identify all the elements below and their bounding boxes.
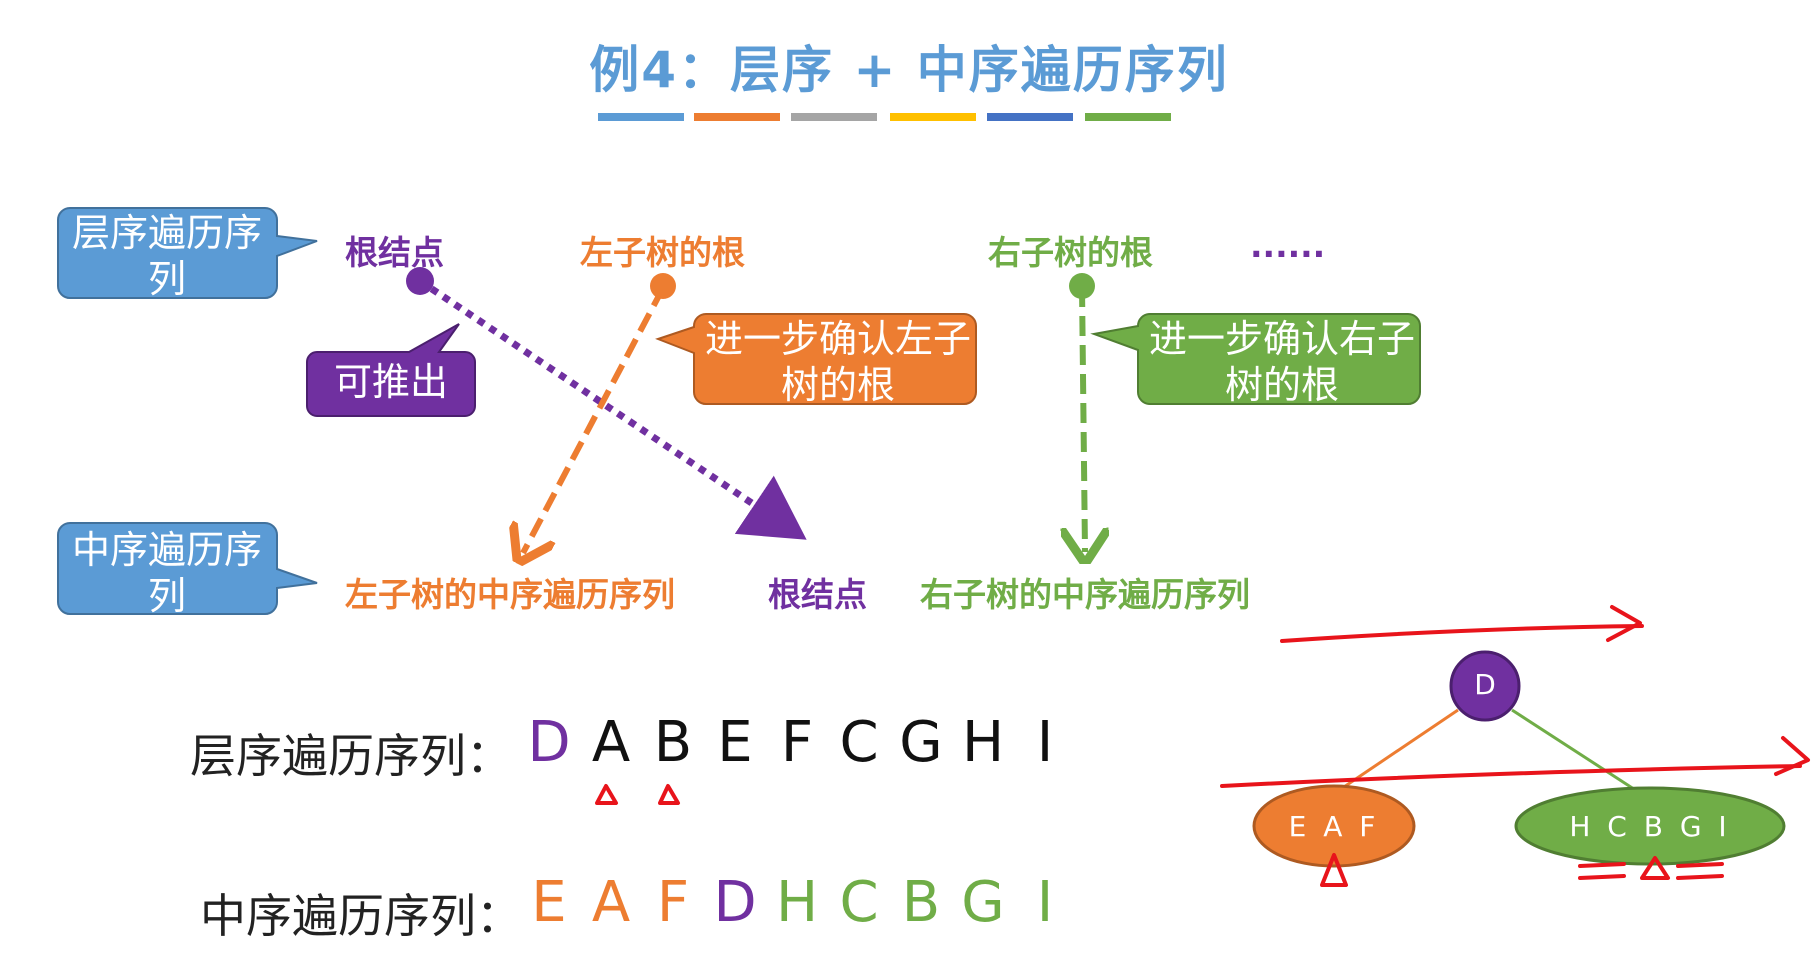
red-dash-3 (1676, 862, 1724, 868)
callout-confirm-left: 进一步确认左子树的根 (704, 317, 971, 407)
in-order-letter: I (1036, 870, 1054, 935)
label-left-root: 左子树的根 (580, 233, 745, 272)
callout-level-order: 层序遍历序列 (71, 211, 262, 301)
color-bar-gray (791, 113, 877, 121)
label-root-bottom: 根结点 (768, 575, 867, 614)
level-order-letter: E (717, 710, 753, 775)
red-sweep-line-1 (1280, 624, 1644, 643)
page-title: 例4：层序 + 中序遍历序列 (589, 41, 1229, 99)
arrow-root-to-root (418, 278, 807, 540)
in-order-label: 中序遍历序列： (200, 889, 522, 943)
red-mark-eaf (1320, 853, 1348, 887)
in-order-letter: C (839, 870, 879, 935)
tree-node-root-label: D (1474, 668, 1496, 701)
red-sweep-arrowhead-2 (1774, 736, 1810, 776)
tree-node-left-label: E A F (1288, 810, 1380, 843)
level-order-letter: F (780, 710, 814, 775)
red-dash-1 (1578, 862, 1626, 868)
color-bar-green (1085, 113, 1171, 121)
in-order-letter: E (531, 870, 567, 935)
label-root-top: 根结点 (345, 233, 444, 272)
red-sweep-arrowhead-1 (1606, 605, 1642, 642)
label-right-inorder: 右子树的中序遍历序列 (920, 575, 1250, 614)
level-order-letter: C (839, 710, 879, 775)
in-order-letter: B (901, 870, 941, 935)
level-order-letter: H (961, 710, 1005, 775)
tree-node-right-label: H C B G I (1569, 810, 1731, 843)
red-mark-a (595, 784, 618, 805)
red-annotations (595, 605, 1810, 887)
level-order-letter: B (653, 710, 693, 775)
red-mark-b (658, 784, 680, 805)
label-left-inorder: 左子树的中序遍历序列 (345, 575, 675, 614)
in-order-letter: A (591, 870, 631, 935)
color-bar-blue (598, 113, 684, 121)
level-order-letter: I (1036, 710, 1054, 775)
callout-confirm-right-shape (1090, 313, 1421, 405)
dot-left-root (650, 273, 676, 299)
tree-edge-right (1511, 708, 1641, 795)
tree-node-left (1252, 784, 1416, 868)
level-order-letter: D (527, 710, 571, 775)
arrow-left-root (523, 286, 666, 553)
tree-node-root (1449, 650, 1521, 722)
level-order-letter: A (591, 710, 631, 775)
label-ellipsis: ...... (1250, 226, 1326, 265)
color-bar-darkblue (987, 113, 1073, 121)
callout-in-order-shape (57, 522, 318, 615)
level-order-label: 层序遍历序列： (190, 729, 512, 783)
callout-derive-shape (306, 323, 476, 417)
dot-right-root (1069, 273, 1095, 299)
level-order-letter: G (899, 710, 943, 775)
red-mark-hcbgi (1640, 856, 1670, 880)
red-sweep-line-2 (1220, 764, 1802, 788)
callout-confirm-right: 进一步确认右子树的根 (1148, 317, 1415, 407)
label-right-root: 右子树的根 (988, 233, 1153, 272)
red-dash-2 (1578, 874, 1626, 880)
red-dash-4 (1676, 874, 1724, 880)
color-bar-orange (694, 113, 780, 121)
arrow-right-root (1082, 286, 1085, 552)
in-order-letter: D (713, 870, 757, 935)
in-order-letter: G (961, 870, 1005, 935)
in-order-letter: H (775, 870, 819, 935)
callout-confirm-left-shape (655, 313, 977, 405)
callout-level-order-shape (57, 207, 318, 299)
color-bar-yellow (890, 113, 976, 121)
callout-in-order: 中序遍历序列 (71, 528, 262, 618)
dot-root (406, 267, 434, 295)
in-order-letter: F (656, 870, 690, 935)
callout-derive: 可推出 (333, 360, 448, 404)
